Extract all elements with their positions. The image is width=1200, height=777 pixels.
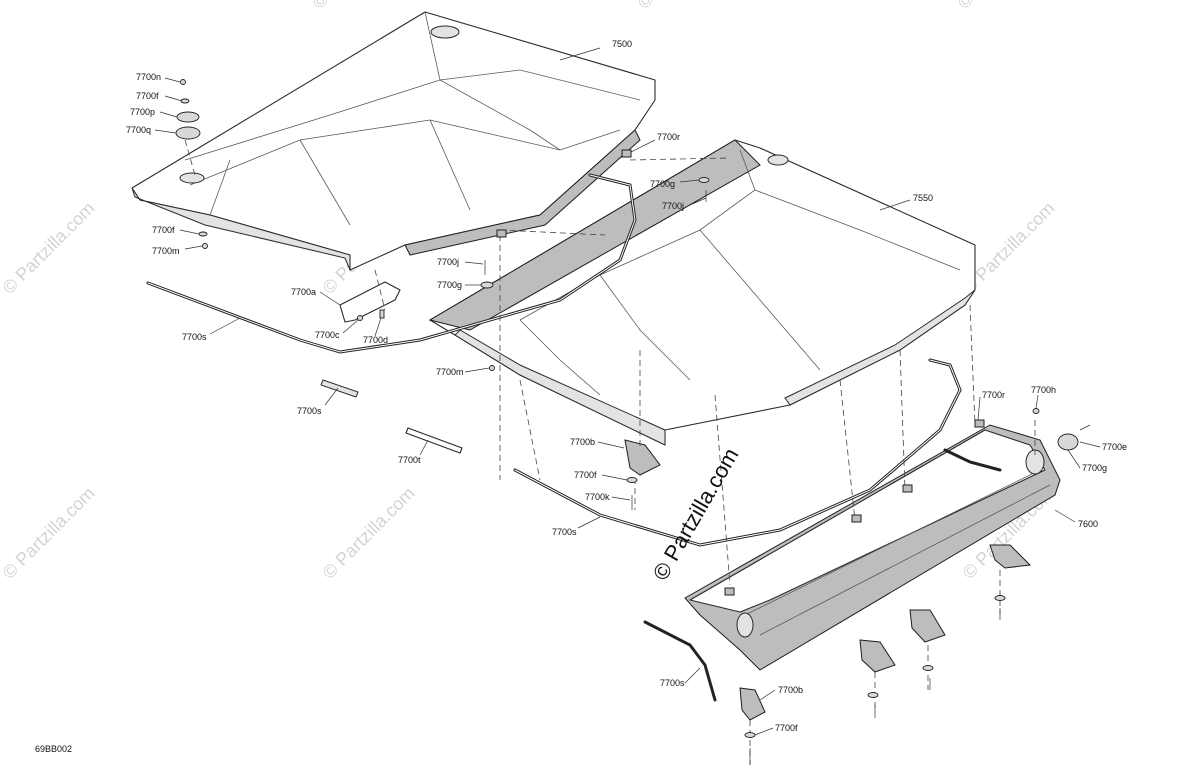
watermark-center: © Partzilla.com bbox=[648, 444, 744, 585]
roof-panel-rear bbox=[428, 139, 976, 446]
callout-7700k: 7700k bbox=[585, 492, 610, 502]
callout-7600: 7600 bbox=[1078, 519, 1098, 529]
watermark-tile: © Partzilla.com bbox=[0, 198, 99, 298]
callout-7700h: 7700h bbox=[1031, 385, 1056, 395]
callout-7700g: 7700g bbox=[437, 280, 462, 290]
callout-labels: 7500 7550 7600 7700n 7700f 7700p 7700q 7… bbox=[126, 39, 1127, 733]
callout-7700t: 7700t bbox=[398, 455, 421, 465]
leader-lines bbox=[154, 47, 1101, 736]
callout-7550: 7550 bbox=[913, 193, 933, 203]
callout-7700s: 7700s bbox=[297, 406, 322, 416]
callout-7700f: 7700f bbox=[136, 91, 159, 101]
callout-7700r: 7700r bbox=[982, 390, 1005, 400]
callout-7700a: 7700a bbox=[291, 287, 316, 297]
brackets bbox=[339, 281, 1032, 721]
watermark-tile: © Partzilla.com bbox=[309, 0, 409, 13]
roof-panel-front bbox=[131, 11, 656, 271]
watermark-tile: © Partzilla.com bbox=[634, 0, 734, 13]
callout-7700s: 7700s bbox=[660, 678, 685, 688]
callout-7700m: 7700m bbox=[152, 246, 180, 256]
callout-7700f: 7700f bbox=[574, 470, 597, 480]
callout-7700n: 7700n bbox=[136, 72, 161, 82]
diagram-code: 69BB002 bbox=[35, 744, 72, 754]
callout-7700g: 7700g bbox=[1082, 463, 1107, 473]
callout-7700f: 7700f bbox=[152, 225, 175, 235]
callout-7700d: 7700d bbox=[363, 335, 388, 345]
callout-7700c: 7700c bbox=[315, 330, 340, 340]
callout-7700r: 7700r bbox=[657, 132, 680, 142]
callout-7700s: 7700s bbox=[552, 527, 577, 537]
callout-7700j: 7700j bbox=[662, 201, 684, 211]
callout-7700j: 7700j bbox=[437, 257, 459, 267]
callout-7700b: 7700b bbox=[570, 437, 595, 447]
callout-7700m: 7700m bbox=[436, 367, 464, 377]
callout-7700p: 7700p bbox=[130, 107, 155, 117]
watermark-tile: © Partzilla.com bbox=[954, 0, 1054, 13]
callout-7700f: 7700f bbox=[775, 723, 798, 733]
callout-7700s: 7700s bbox=[182, 332, 207, 342]
callout-7500: 7500 bbox=[612, 39, 632, 49]
callout-7700g: 7700g bbox=[650, 179, 675, 189]
hardware bbox=[175, 79, 1091, 765]
seal-strips bbox=[146, 173, 1002, 702]
callout-7700q: 7700q bbox=[126, 125, 151, 135]
callout-7700e: 7700e bbox=[1102, 442, 1127, 452]
watermark-tile: © Partzilla.com bbox=[0, 483, 99, 583]
rear-cross-member bbox=[684, 424, 1061, 671]
watermark-tile: © Partzilla.com bbox=[319, 483, 419, 583]
callout-7700b: 7700b bbox=[778, 685, 803, 695]
